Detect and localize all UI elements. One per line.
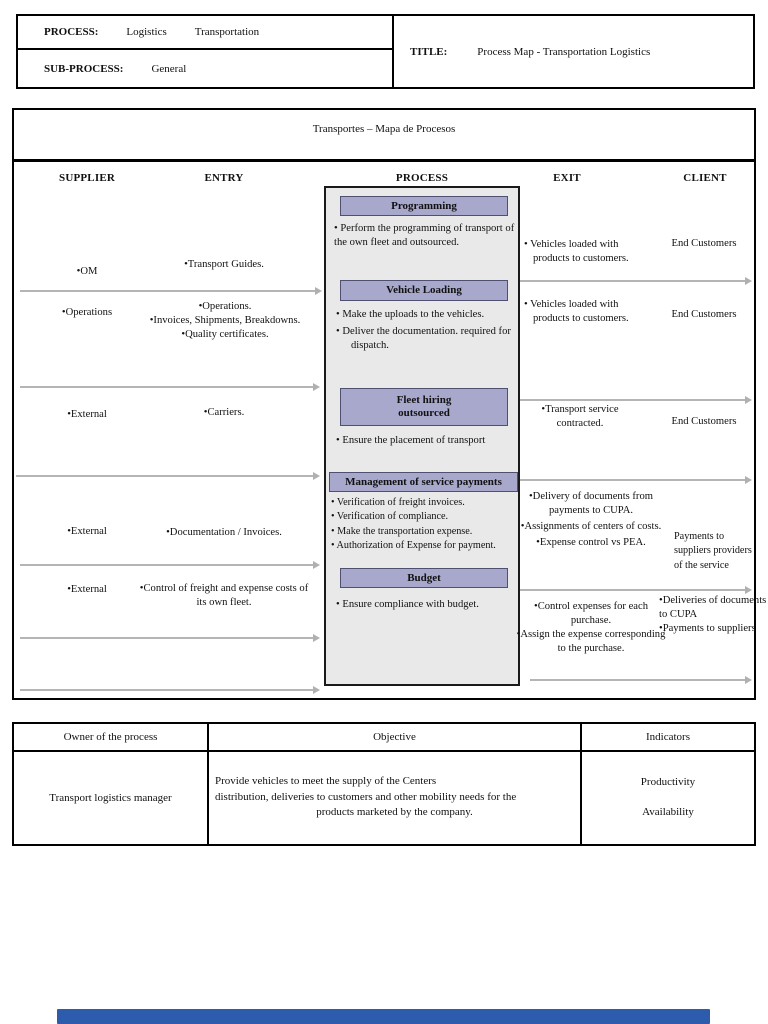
indicators-cell: Productivity Availability: [582, 752, 754, 844]
objective-line: products marketed by the company.: [316, 806, 473, 818]
process-label: PROCESS:: [44, 26, 99, 38]
client-bullet: •Deliveries of documents to CUPA: [659, 595, 767, 620]
objective-cell: Provide vehicles to meet the supply of t…: [209, 752, 580, 844]
owner-cell: Transport logistics manager: [49, 792, 172, 804]
process-row: PROCESS: Logistics Transportation: [18, 16, 392, 50]
footer-table: Owner of the process Transport logistics…: [12, 722, 756, 846]
process-step-header-vehicle-loading: Vehicle Loading: [340, 280, 508, 301]
indicators-header: Indicators: [582, 724, 754, 752]
column-header-entry: ENTRY: [204, 172, 244, 184]
process-step-bullet: • Ensure the placement of transport: [336, 435, 486, 446]
exit-bullet: •Delivery of documents from payments to …: [528, 491, 654, 516]
client-item: •Deliveries of documents to CUPA •Paymen…: [659, 594, 767, 636]
objective-column: Objective Provide vehicles to meet the s…: [209, 724, 582, 844]
indicators-column: Indicators Productivity Availability: [582, 724, 754, 844]
entry-item: •Documentation / Invoices.: [166, 527, 282, 538]
process-step-header-service-payments: Management of service payments: [329, 472, 518, 492]
flow-arrow-right-4: [510, 586, 752, 594]
process-step-text: • Ensure compliance with budget.: [336, 598, 512, 612]
entry-item: •Control of freight and expense costs of…: [139, 583, 309, 608]
exit-bullet: •Expense control vs PEA.: [536, 536, 646, 548]
client-item: Payments to suppliers providers of the s…: [674, 531, 752, 571]
process-box: Programming • Perform the programming of…: [324, 186, 520, 686]
flow-arrow-right-2: [510, 396, 752, 404]
flow-arrow-left-3: [16, 472, 320, 480]
objective-line: Provide vehicles to meet the supply of t…: [215, 775, 437, 787]
flow-arrow-right-1: [510, 277, 752, 285]
exit-bullet: •Assignments of centers of costs.: [520, 520, 662, 532]
doc-title-cell: TITLE: Process Map - Transportation Logi…: [394, 16, 751, 87]
process-step-text: • Ensure the placement of transport: [336, 434, 512, 448]
entry-line: •Quality certificates.: [181, 328, 269, 340]
entry-item: •Operations. •Invoices, Shipments, Break…: [132, 300, 318, 342]
process-value-1: Logistics: [126, 26, 167, 38]
entry-line: •Operations.: [198, 301, 252, 312]
indicator-item: Productivity: [640, 776, 696, 788]
process-step-bullet: • Verification of freight invoices.: [331, 497, 465, 508]
process-step-header-fleet-hiring: Fleet hiring outsourced: [340, 388, 508, 426]
exit-item: •Control expenses for each purchase. •As…: [516, 600, 666, 656]
client-item: End Customers: [671, 238, 737, 249]
process-step-bullet: • Authorization of Expense for payment.: [331, 540, 496, 552]
client-item: End Customers: [671, 416, 737, 427]
diagram-title: Transportes – Mapa de Procesos: [14, 110, 754, 162]
page-progress-bar[interactable]: [57, 1009, 710, 1024]
supplier-item: •External: [67, 584, 107, 595]
subprocess-value: General: [151, 62, 187, 75]
flow-arrow-right-5: [530, 676, 752, 684]
entry-item: •Transport Guides.: [184, 259, 264, 270]
subprocess-label: SUB-PROCESS:: [44, 62, 124, 75]
supplier-item: •External: [67, 409, 107, 420]
process-step-header-label: Fleet hiring outsourced: [396, 394, 452, 419]
process-step-bullet: • Make the transportation expense.: [331, 525, 473, 537]
flow-arrow-right-3: [510, 476, 752, 484]
process-step-bullet: • Verification of compliance.: [331, 511, 449, 523]
process-value-2: Transportation: [194, 26, 260, 38]
exit-bullet: •Assign the expense corresponding to the…: [516, 628, 666, 654]
doc-header-table: PROCESS: Logistics Transportation SUB-PR…: [16, 14, 755, 89]
client-item: End Customers: [671, 309, 737, 320]
entry-line: •Invoices, Shipments, Breakdowns.: [149, 314, 301, 326]
entry-item: •Carriers.: [203, 407, 245, 418]
indicator-item: Availability: [642, 806, 694, 818]
supplier-item: •OM: [76, 266, 98, 277]
title-value: Process Map - Transportation Logistics: [477, 45, 651, 58]
process-step-text: • Perform the programming of transport o…: [334, 223, 515, 248]
exit-bullet: •Control expenses for each purchase.: [533, 601, 649, 626]
flow-arrow-left-6: [20, 686, 320, 694]
owner-header: Owner of the process: [14, 724, 207, 752]
process-step-header-budget: Budget: [340, 568, 508, 588]
exit-item: • Vehicles loaded with products to custo…: [524, 299, 629, 324]
flow-arrow-left-4: [20, 561, 320, 569]
flow-arrow-left-2: [20, 383, 320, 391]
process-map-diagram: Transportes – Mapa de Procesos SUPPLIER …: [12, 108, 766, 700]
client-bullet: •Payments to suppliers: [659, 622, 756, 634]
supplier-item: •External: [67, 526, 107, 537]
exit-item: •Transport service contracted.: [541, 404, 619, 429]
objective-line: distribution, deliveries to customers an…: [215, 790, 517, 803]
title-label: TITLE:: [410, 45, 448, 58]
flow-arrow-left-5: [20, 634, 320, 642]
supplier-item: •Operations: [61, 307, 113, 318]
process-step-bullet: • Deliver the documentation. required fo…: [336, 325, 511, 351]
exit-item: • Vehicles loaded with products to custo…: [524, 239, 629, 264]
column-header-supplier: SUPPLIER: [59, 172, 115, 184]
process-step-text: • Verification of freight invoices. • Ve…: [331, 496, 521, 554]
column-header-process: PROCESS: [395, 172, 449, 184]
column-header-exit: EXIT: [553, 172, 581, 184]
column-header-client: CLIENT: [683, 172, 727, 184]
process-step-bullet: • Ensure compliance with budget.: [336, 599, 479, 610]
doc-header-left: PROCESS: Logistics Transportation SUB-PR…: [18, 16, 394, 87]
process-step-text: • Make the uploads to the vehicles. • De…: [336, 308, 512, 353]
process-step-header-programming: Programming: [340, 196, 508, 216]
exit-item: •Delivery of documents from payments to …: [518, 490, 664, 550]
owner-column: Owner of the process Transport logistics…: [14, 724, 209, 844]
flow-arrow-left-1: [20, 287, 322, 295]
process-step-bullet: • Make the uploads to the vehicles.: [336, 309, 485, 320]
objective-header: Objective: [209, 724, 580, 752]
subprocess-row: SUB-PROCESS: General: [18, 52, 392, 85]
